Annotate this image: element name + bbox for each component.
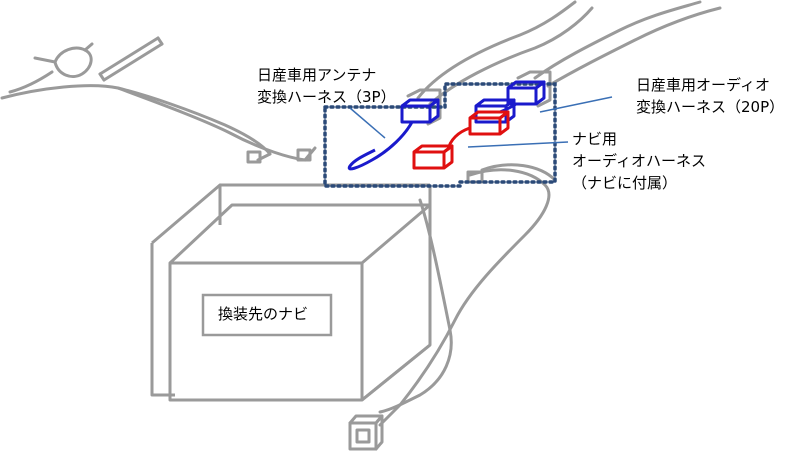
navi-audio-harness-label: ナビ用 オーディオハーネス （ナビに付属） [572,128,706,194]
antenna-harness-label: 日産車用アンテナ 変換ハーネス（3P） [257,64,396,108]
leader-lines [349,96,613,148]
navi-unit-label: 換装先のナビ [218,305,309,323]
antenna-harness-label-line1: 日産車用アンテナ [257,66,377,84]
audio-harness-label-line1: 日産車用オーディオ [636,76,770,94]
audio-harness-label-line2: 変換ハーネス（20P） [636,98,785,116]
navi-audio-harness [412,110,510,170]
vehicle-wiring [0,0,722,451]
nissan-antenna-harness [347,98,440,171]
navi-unit-label-box [201,293,333,337]
navi-audio-harness-label-line2: オーディオハーネス [572,152,706,170]
antenna-harness-label-line2: 変換ハーネス（3P） [257,88,396,106]
nissan-audio-harness [474,80,546,124]
navi-unit-outline [150,183,432,402]
navi-audio-harness-label-line1: ナビ用 [572,130,618,148]
audio-harness-label: 日産車用オーディオ 変換ハーネス（20P） [636,74,784,118]
navi-audio-harness-label-line3: （ナビに付属） [572,174,678,192]
harness-group-outline [323,82,557,188]
